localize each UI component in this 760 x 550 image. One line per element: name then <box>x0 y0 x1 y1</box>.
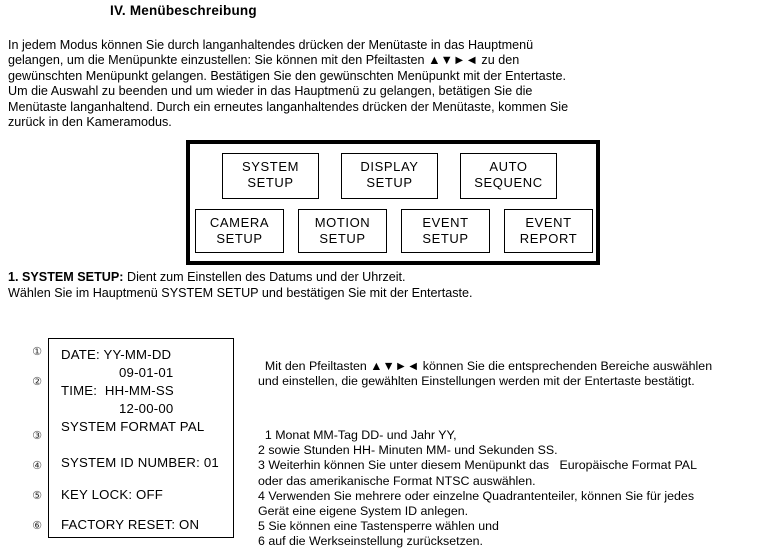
menu-button-line1: SYSTEM <box>241 159 300 174</box>
page-title: IV. Menübeschreibung <box>110 3 257 18</box>
osd-value-date[interactable]: 09-01-01 <box>119 365 174 380</box>
section-heading: 1. SYSTEM SETUP: Dient zum Einstellen de… <box>8 270 608 301</box>
explanation-spacer <box>258 405 758 413</box>
menu-button-line2: SETUP <box>319 231 366 246</box>
menu-button-motion-setup[interactable]: MOTION SETUP <box>298 209 387 253</box>
menu-button-line2: SETUP <box>216 231 263 246</box>
osd-row-system-format[interactable]: SYSTEM FORMAT PAL <box>61 419 205 434</box>
osd-value-time[interactable]: 12-00-00 <box>119 401 174 416</box>
osd-marker-2: ② <box>32 375 42 388</box>
main-menu-row-1: SYSTEM SETUP DISPLAY SETUP AUTO SEQUENC <box>222 153 557 199</box>
menu-button-auto-sequence[interactable]: AUTO SEQUENC <box>460 153 557 199</box>
explanation-column: Mit den Pfeiltasten ▲▼►◄ können Sie die … <box>258 344 758 550</box>
osd-marker-1: ① <box>32 345 42 358</box>
menu-button-line1: CAMERA <box>209 215 270 230</box>
menu-button-line2: SETUP <box>247 175 294 190</box>
section-heading-line2: Wählen Sie im Hauptmenü SYSTEM SETUP und… <box>8 285 473 300</box>
osd-row-factory-reset[interactable]: FACTORY RESET: ON <box>61 517 200 532</box>
menu-button-line2: SEQUENC <box>474 175 543 190</box>
menu-button-line2: SETUP <box>366 175 413 190</box>
osd-marker-list: ① ② ③ ④ ⑤ ⑥ <box>6 338 42 538</box>
menu-button-display-setup[interactable]: DISPLAY SETUP <box>341 153 438 199</box>
menu-button-camera-setup[interactable]: CAMERA SETUP <box>195 209 284 253</box>
menu-button-line1: AUTO <box>489 159 528 174</box>
menu-button-line1: MOTION <box>314 215 371 230</box>
section-heading-rest: Dient zum Einstellen des Datums und der … <box>123 270 406 284</box>
section-heading-label: 1. SYSTEM SETUP: <box>8 270 124 284</box>
menu-button-system-setup[interactable]: SYSTEM SETUP <box>222 153 319 199</box>
menu-button-event-setup[interactable]: EVENT SETUP <box>401 209 490 253</box>
menu-button-line1: EVENT <box>422 215 469 230</box>
osd-marker-6: ⑥ <box>32 519 42 532</box>
intro-paragraph: In jedem Modus können Sie durch langanha… <box>8 38 569 130</box>
osd-row-system-id[interactable]: SYSTEM ID NUMBER: 01 <box>61 455 219 470</box>
osd-row-date[interactable]: DATE: YY-MM-DD <box>61 347 172 362</box>
osd-marker-3: ③ <box>32 429 42 442</box>
osd-marker-4: ④ <box>32 459 42 472</box>
main-menu-diagram: SYSTEM SETUP DISPLAY SETUP AUTO SEQUENC … <box>186 140 600 265</box>
osd-row-time[interactable]: TIME: HH-MM-SS <box>61 383 174 398</box>
explanation-items: 1 Monat MM-Tag DD- und Jahr YY, 2 sowie … <box>258 428 697 549</box>
explanation-paragraph: Mit den Pfeiltasten ▲▼►◄ können Sie die … <box>258 359 713 389</box>
menu-button-line1: EVENT <box>525 215 572 230</box>
main-menu-row-2: CAMERA SETUP MOTION SETUP EVENT SETUP EV… <box>195 209 593 253</box>
osd-marker-5: ⑤ <box>32 489 42 502</box>
menu-button-line2: SETUP <box>422 231 469 246</box>
menu-button-line2: REPORT <box>519 231 578 246</box>
menu-button-line1: DISPLAY <box>360 159 419 174</box>
osd-row-key-lock[interactable]: KEY LOCK: OFF <box>61 487 164 502</box>
menu-button-event-report[interactable]: EVENT REPORT <box>504 209 593 253</box>
osd-settings-panel: DATE: YY-MM-DD 09-01-01 TIME: HH-MM-SS 1… <box>48 338 234 538</box>
